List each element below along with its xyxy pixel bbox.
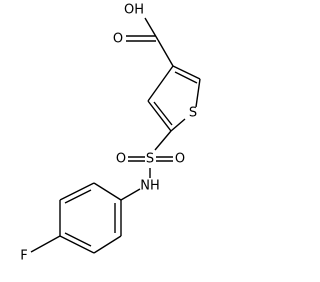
sulfonyl-sulfur-label: S [146, 152, 154, 167]
bond-ph-1-2 [93, 182, 122, 201]
hydroxyl-label: OH [124, 3, 144, 18]
structure-diagram: OH O S S O O NH F [20, 3, 201, 264]
bond-c3-cooh [157, 39, 174, 67]
bond-s1-c5 [170, 118, 186, 132]
bond-ph-4-5-inner [64, 232, 92, 247]
sulfonyl-oxygen-left-label: O [116, 152, 126, 167]
bond-c2-s1 [195, 78, 201, 108]
ring-sulfur-label: S [189, 106, 197, 121]
bond-ph-2-3-inner [64, 189, 92, 204]
fluorine-label: F [20, 249, 27, 264]
carbonyl-oxygen-label: O [113, 32, 123, 47]
bond-ph-f [30, 235, 61, 253]
bond-ph-2-3 [59, 182, 95, 201]
bond-c3-c4 [147, 65, 174, 102]
bond-ph-4-5 [59, 235, 95, 254]
bond-ph-5-6 [93, 235, 122, 254]
molecule-canvas: OH O S S O O NH F [20, 3, 201, 264]
sulfonyl-oxygen-right-label: O [175, 152, 185, 167]
bond-c5-so2 [154, 130, 172, 151]
bond-c4-c5 [147, 100, 172, 132]
bond-c4-c5-inner [153, 101, 173, 126]
amine-label: NH [140, 179, 160, 194]
bond-c3-c2 [172, 65, 201, 80]
bond-c3-c2-inner [174, 71, 198, 84]
bond-nh-aryl [120, 188, 141, 201]
